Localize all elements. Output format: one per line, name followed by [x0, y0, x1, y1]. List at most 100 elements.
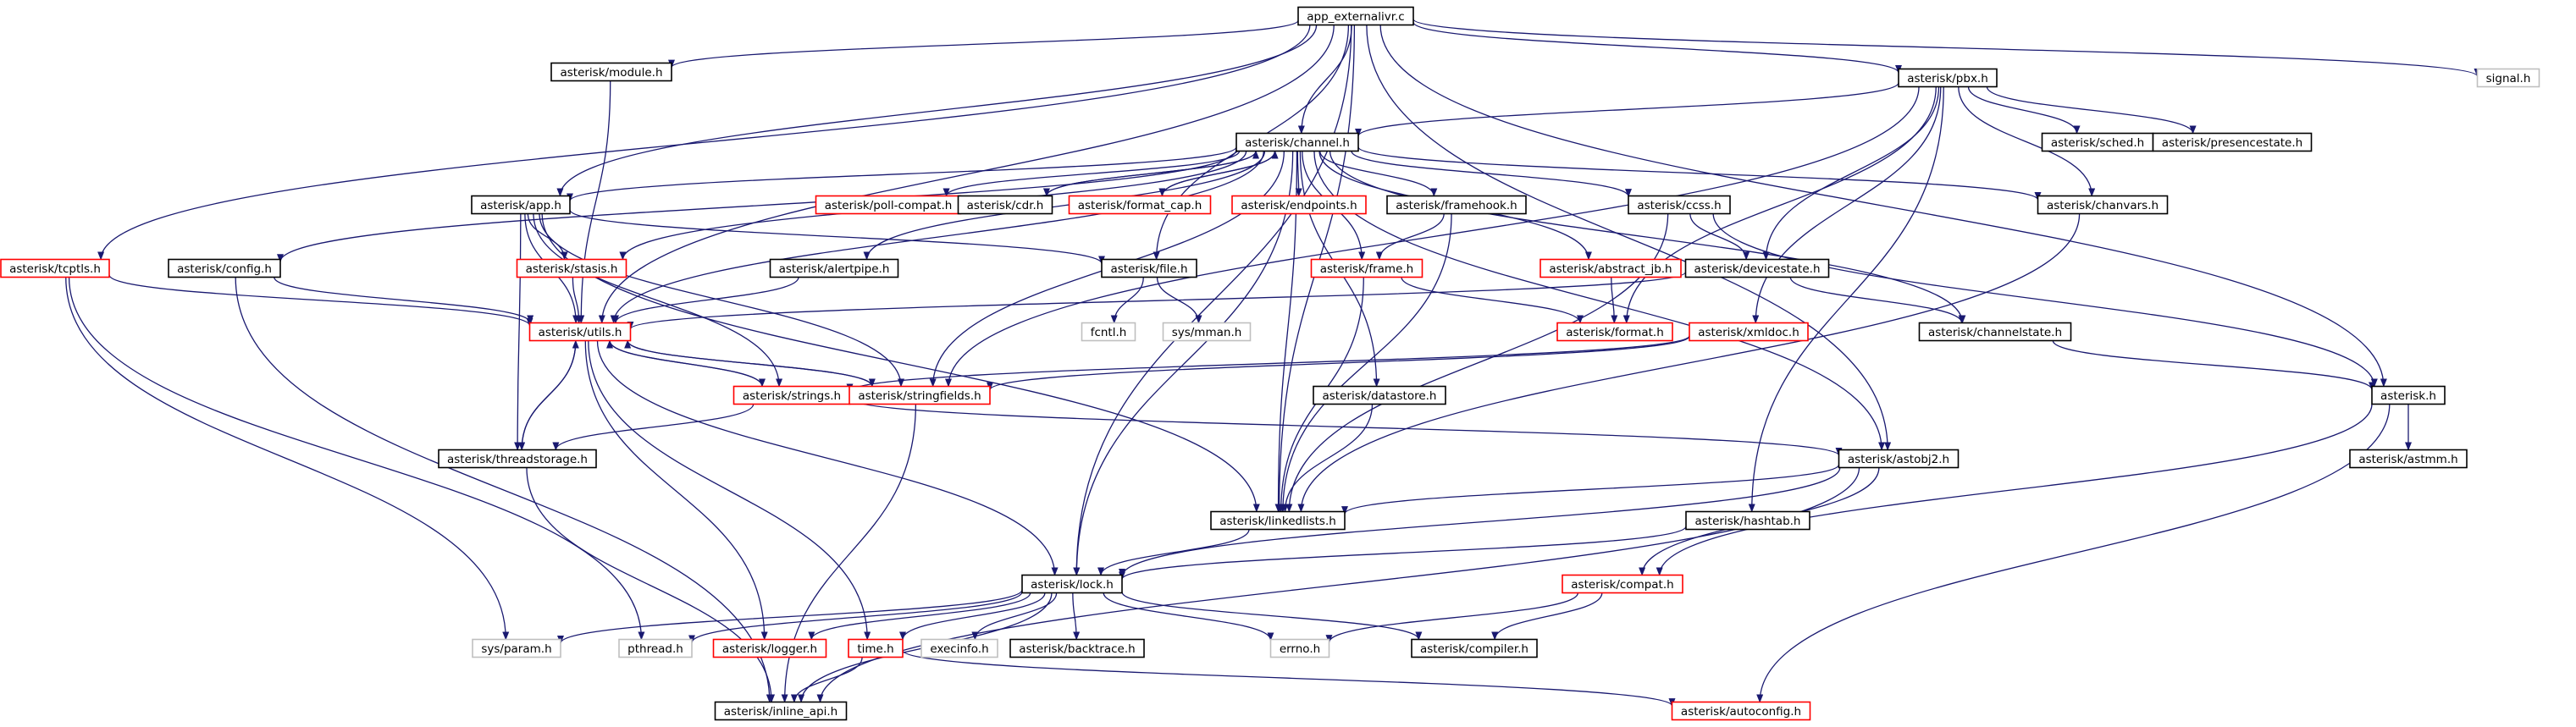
node-signal: signal.h [2476, 68, 2540, 88]
node-compiler[interactable]: asterisk/compiler.h [1411, 638, 1538, 658]
node-box [1081, 322, 1136, 342]
node-box [1068, 195, 1212, 215]
edge-astobj2-to-linkedlists [1341, 464, 1840, 515]
edge-utils-to-time [588, 340, 871, 641]
node-label: asterisk/datastore.h [1322, 389, 1436, 403]
node-box [168, 258, 281, 278]
edge-pbx-to-presencestate [1986, 86, 2197, 135]
node-label: asterisk/module.h [560, 66, 662, 80]
node-frame[interactable]: asterisk/frame.h [1310, 258, 1423, 278]
node-box [1556, 322, 1673, 342]
node-utils[interactable]: asterisk/utils.h [528, 322, 632, 342]
node-config[interactable]: asterisk/config.h [168, 258, 281, 278]
node-label: asterisk.h [2380, 389, 2436, 403]
edge-channel-to-endpoints [1295, 151, 1302, 197]
node-compat[interactable]: asterisk/compat.h [1562, 574, 1683, 594]
node-lock[interactable]: asterisk/lock.h [1021, 574, 1123, 594]
node-chanvars[interactable]: asterisk/chanvars.h [2037, 195, 2169, 215]
node-box [2371, 385, 2446, 405]
node-label: asterisk/inline_api.h [724, 705, 837, 719]
node-stringfields[interactable]: asterisk/stringfields.h [849, 385, 991, 405]
node-backtrace[interactable]: asterisk/backtrace.h [1009, 638, 1145, 658]
node-box [1411, 638, 1538, 658]
node-sched[interactable]: asterisk/sched.h [2041, 132, 2154, 152]
edge-hashtab-to-lock [1119, 526, 1687, 581]
node-box [2152, 132, 2313, 152]
node-asteriskh[interactable]: asterisk.h [2371, 385, 2446, 405]
edge-lock-to-logger [808, 592, 1031, 641]
node-logger[interactable]: asterisk/logger.h [712, 638, 827, 658]
node-hashtab[interactable]: asterisk/hashtab.h [1685, 510, 1810, 531]
node-box [471, 195, 571, 215]
node-label: asterisk/backtrace.h [1019, 642, 1135, 656]
node-label: asterisk/autoconfig.h [1681, 705, 1801, 719]
node-tcptls[interactable]: asterisk/tcptls.h [0, 258, 110, 278]
edge-threadstorage-to-inlineapi [526, 467, 776, 703]
node-presencestate[interactable]: asterisk/presencestate.h [2152, 132, 2313, 152]
node-alertpipe[interactable]: asterisk/alertpipe.h [769, 258, 899, 278]
node-file[interactable]: asterisk/file.h [1101, 258, 1197, 278]
edge-cdr-to-channel [1046, 150, 1259, 196]
node-channel[interactable]: asterisk/channel.h [1235, 132, 1359, 152]
edge-root-to-channel [1297, 25, 1352, 135]
node-datastore[interactable]: asterisk/datastore.h [1313, 385, 1446, 405]
node-autoconfig[interactable]: asterisk/autoconfig.h [1671, 701, 1811, 721]
node-channelstate[interactable]: asterisk/channelstate.h [1918, 322, 2072, 342]
edge-frame-to-format [1401, 277, 1584, 324]
edge-channel-to-lock [1073, 151, 1294, 576]
edge-config-to-utils [274, 277, 534, 324]
node-box [1101, 258, 1197, 278]
node-endpoints[interactable]: asterisk/endpoints.h [1231, 195, 1367, 215]
edge-channelstate-to-asteriskh [2052, 340, 2375, 391]
node-strings[interactable]: asterisk/strings.h [732, 385, 851, 405]
node-framehook[interactable]: asterisk/framehook.h [1386, 195, 1527, 215]
node-label: asterisk/threadstorage.h [447, 453, 588, 466]
node-label: signal.h [2486, 72, 2531, 85]
nodes-layer: app_externalivr.c asterisk/module.h asteri… [0, 6, 2540, 721]
node-errno: errno.h [1269, 638, 1330, 658]
node-xmldoc[interactable]: asterisk/xmldoc.h [1689, 322, 1809, 342]
node-pollcompat[interactable]: asterisk/poll-compat.h [815, 195, 962, 215]
edge-stasis-to-utils [572, 277, 583, 324]
node-box [528, 322, 632, 342]
edge-app-to-threadstorage [514, 213, 522, 451]
node-threadstorage[interactable]: asterisk/threadstorage.h [438, 449, 597, 469]
node-box [2476, 68, 2540, 88]
node-formatcap[interactable]: asterisk/format_cap.h [1068, 195, 1212, 215]
node-execinfo: execinfo.h [920, 638, 998, 658]
edge-app-to-strings [533, 213, 783, 388]
node-box [438, 449, 597, 469]
node-sysparam: sys/param.h [472, 638, 561, 658]
node-label: asterisk/utils.h [539, 326, 622, 339]
node-root[interactable]: app_externalivr.c [1297, 6, 1414, 26]
node-format[interactable]: asterisk/format.h [1556, 322, 1673, 342]
edge-pbx-to-chanvars [1958, 86, 2096, 197]
edge-alertpipe-to-utils [612, 277, 799, 324]
edge-root-to-signal [1412, 19, 2481, 78]
node-astobj2[interactable]: asterisk/astobj2.h [1838, 449, 1960, 469]
node-box [1021, 574, 1123, 594]
node-devicestate[interactable]: asterisk/devicestate.h [1684, 258, 1830, 278]
node-time[interactable]: time.h [848, 638, 904, 658]
node-astmm[interactable]: asterisk/astmm.h [2349, 449, 2468, 469]
node-linkedlists[interactable]: asterisk/linkedlists.h [1210, 510, 1346, 531]
node-cdr[interactable]: asterisk/cdr.h [957, 195, 1053, 215]
edge-lock-to-errno [1103, 592, 1274, 642]
edge-channel-to-pollcompat [943, 151, 1241, 197]
node-abstractjb[interactable]: asterisk/abstract_jb.h [1540, 258, 1682, 278]
node-module[interactable]: asterisk/module.h [550, 62, 672, 82]
node-stasis[interactable]: asterisk/stasis.h [516, 258, 627, 278]
node-label: asterisk/endpoints.h [1241, 199, 1357, 212]
edge-datastore-to-linkedlists [1281, 404, 1374, 513]
edge-root-to-lock [1073, 25, 1352, 576]
edge-asteriskh-to-autoconfig [1756, 404, 2391, 703]
node-inlineapi[interactable]: asterisk/inline_api.h [714, 701, 848, 721]
node-label: asterisk/alertpipe.h [779, 262, 890, 276]
edge-strings-to-threadstorage [552, 404, 755, 451]
node-label: asterisk/presencestate.h [2162, 136, 2302, 150]
node-ccss[interactable]: asterisk/ccss.h [1628, 195, 1731, 215]
node-pbx[interactable]: asterisk/pbx.h [1898, 68, 1998, 88]
edge-pbx-to-format [1622, 86, 1937, 324]
node-app[interactable]: asterisk/app.h [471, 195, 571, 215]
edge-channel-to-framehook [1319, 151, 1438, 197]
